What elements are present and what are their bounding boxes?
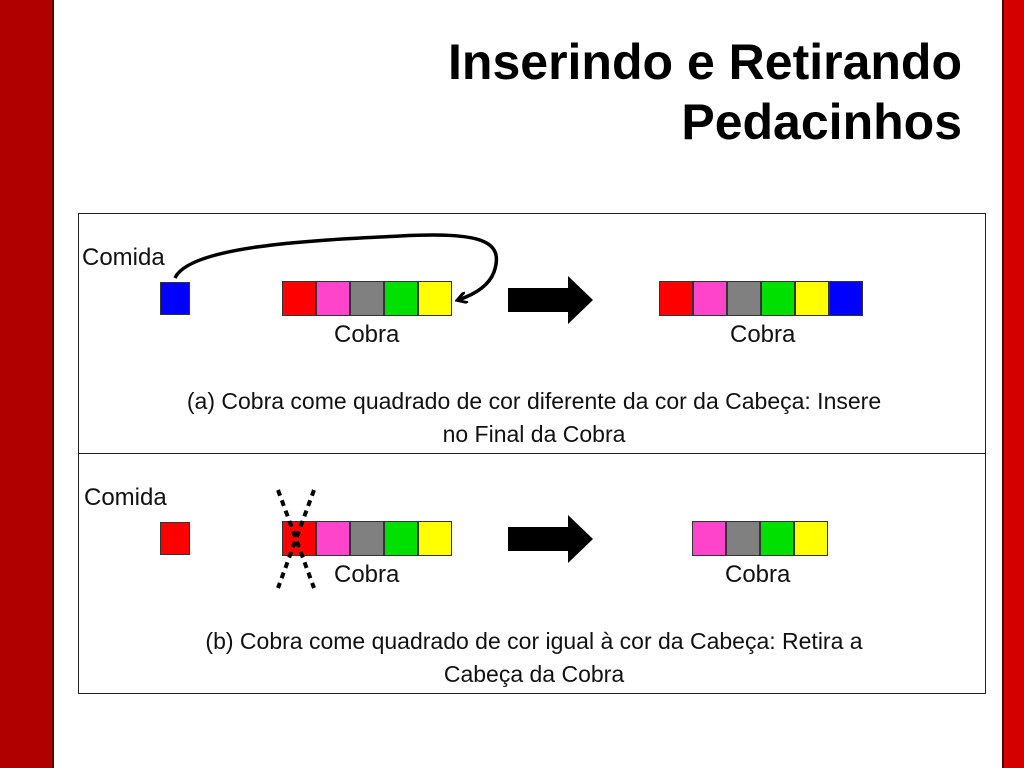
- snake-segment-gray: [350, 281, 384, 316]
- snake-label-before: Cobra: [334, 561, 400, 588]
- caption-b: (b) Cobra come quadrado de cor igual à c…: [109, 625, 959, 691]
- caption-a-line-1: (a) Cobra come quadrado de cor diferente…: [186, 388, 882, 414]
- snake-segment-magenta: [693, 281, 727, 316]
- caption-b-line-2: Cabeça da Cobra: [443, 661, 625, 687]
- snake-segment-yellow: [418, 521, 452, 556]
- snake-before: [282, 521, 452, 556]
- snake-segment-yellow: [418, 281, 452, 316]
- snake-segment-gray: [726, 521, 760, 556]
- snake-segment-gray: [727, 281, 761, 316]
- caption-a-line-2: no Final da Cobra: [442, 421, 626, 447]
- panel-remove: Comida Cobra Cobra (b) Cobra come quadra…: [78, 453, 986, 694]
- title-line-2: Pedacinhos: [681, 94, 962, 150]
- snake-segment-green: [761, 281, 795, 316]
- snake-segment-blue: [829, 281, 863, 316]
- snake-segment-green: [760, 521, 794, 556]
- title-line-1: Inserindo e Retirando: [448, 34, 962, 90]
- snake-segment-yellow: [795, 281, 829, 316]
- snake-segment-red: [282, 281, 316, 316]
- snake-label-after: Cobra: [725, 561, 791, 588]
- food-label: Comida: [82, 244, 165, 271]
- snake-segment-magenta: [692, 521, 726, 556]
- snake-segment-green: [384, 521, 418, 556]
- slide-title: Inserindo e Retirando Pedacinhos: [448, 32, 962, 152]
- snake-after: [692, 521, 828, 556]
- food-square: [160, 522, 190, 555]
- snake-segment-green: [384, 281, 418, 316]
- snake-segment-gray: [350, 521, 384, 556]
- food-square: [160, 282, 190, 315]
- panel-insert: Comida Cobra Cobra (a) Cobra come quadra…: [78, 213, 986, 455]
- snake-segment-yellow: [794, 521, 828, 556]
- snake-label-after: Cobra: [730, 321, 796, 348]
- snake-label-before: Cobra: [334, 321, 400, 348]
- snake-after: [659, 281, 863, 316]
- snake-segment-magenta: [316, 281, 350, 316]
- left-side-bar: [0, 0, 54, 768]
- snake-segment-magenta: [316, 521, 350, 556]
- snake-segment-red: [659, 281, 693, 316]
- caption-b-line-1: (b) Cobra come quadrado de cor igual à c…: [205, 628, 863, 654]
- right-side-bar: [1002, 0, 1024, 768]
- snake-segment-red: [282, 521, 316, 556]
- snake-before: [282, 281, 452, 316]
- caption-a: (a) Cobra come quadrado de cor diferente…: [109, 385, 959, 451]
- food-label: Comida: [84, 484, 167, 511]
